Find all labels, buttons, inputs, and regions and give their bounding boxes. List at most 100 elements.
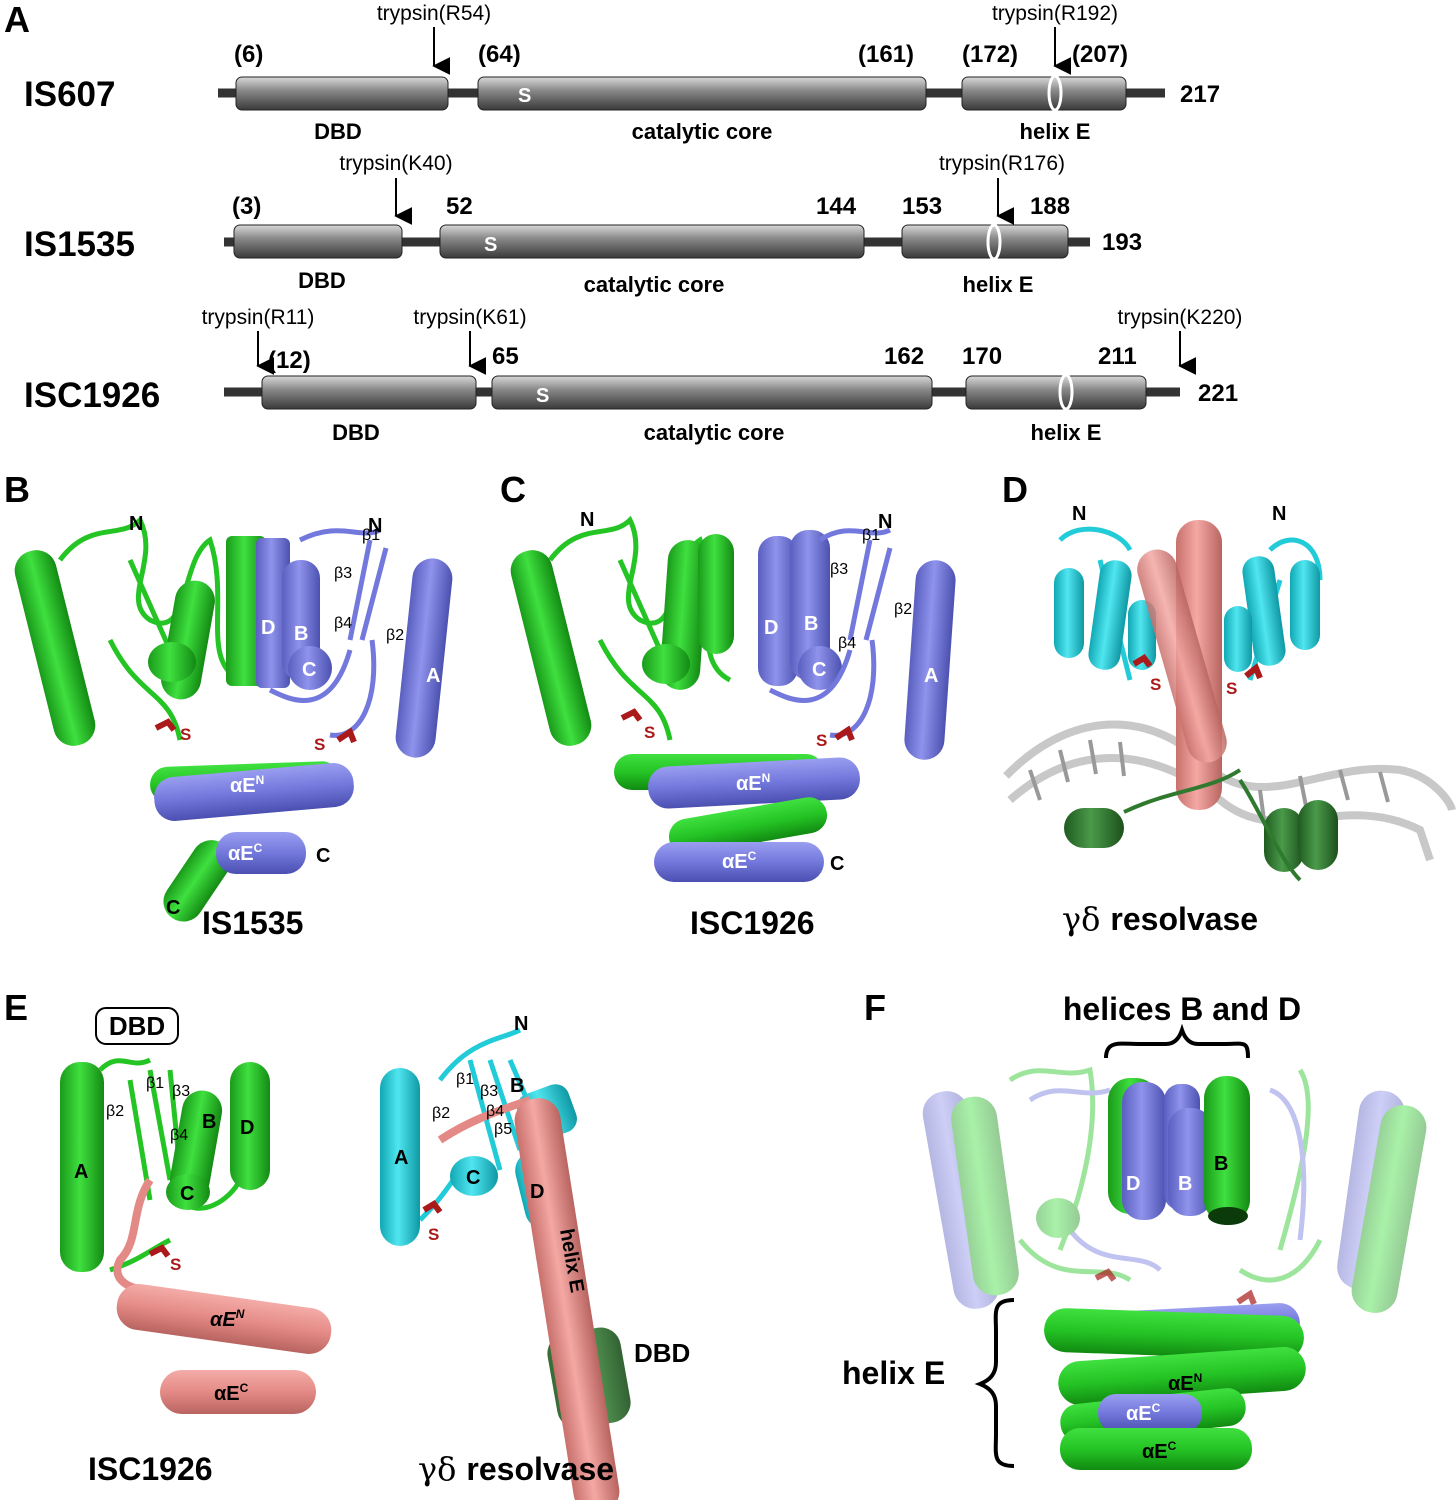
c-blue-helix-a	[904, 560, 956, 760]
f-blue-helix-d	[1122, 1082, 1166, 1220]
is607-dbd-cylinder	[235, 76, 449, 111]
e-left-label-a: A	[74, 1161, 88, 1183]
is1535-core-cylinder	[439, 224, 865, 259]
isc1926-length: 221	[1198, 380, 1238, 407]
is1535-dbd-start: (3)	[232, 193, 261, 220]
d-dna-bases	[1028, 739, 1390, 821]
c-blue-helix-b	[790, 530, 830, 680]
e-right-helix-c	[450, 1156, 498, 1196]
panel-label-f: F	[864, 987, 886, 1028]
is607-cleavage-mark	[1047, 74, 1063, 112]
is607-length: 217	[1180, 81, 1220, 108]
e-right-salmon-linker	[437, 1096, 532, 1144]
c-label-b2: β2	[894, 601, 912, 618]
d-dkgreen-helix-right-1	[1264, 808, 1304, 872]
f-green-helix-en	[1058, 1346, 1306, 1406]
isc1926-core-label: catalytic core	[644, 420, 785, 445]
isc1926-dbd-label: DBD	[332, 420, 380, 445]
e-right-label-dbd: DBD	[634, 1338, 690, 1368]
b-label-b3: β3	[334, 565, 352, 582]
isc1926-trypsin-r11: trypsin(R11)	[202, 306, 315, 329]
e-left-label-b4: β4	[170, 1127, 188, 1144]
isc1926-cleavage-mark	[1058, 373, 1074, 411]
is1535-trypsin-k40: trypsin(K40)	[339, 152, 452, 175]
panel-label-d: D	[1002, 469, 1028, 510]
panel-b: B N N D B C A β1 β3 β4 β2 S S αEN αEC	[4, 469, 453, 941]
is1535-cleavage-mark	[986, 223, 1002, 261]
b-green-coil	[58, 515, 242, 741]
c-label-aec: αEC	[722, 849, 757, 873]
is1535-trypsin-r176: trypsin(R176)	[939, 152, 1065, 175]
e-left-helix-d	[230, 1062, 270, 1190]
c-blue-helix-ec	[654, 842, 824, 882]
is1535-helixe-label: helix E	[963, 272, 1034, 297]
c-label-b4: β4	[838, 635, 856, 652]
c-label-c1: C	[830, 853, 844, 875]
e-right-label-b3: β3	[480, 1083, 498, 1100]
e-left-label-aec: αEC	[214, 1381, 249, 1405]
b-label-b4: β4	[334, 615, 352, 632]
d-cyan-helix-2	[1088, 560, 1132, 670]
c-blue-coil	[768, 527, 893, 738]
isc1926-core-cylinder	[491, 375, 933, 410]
d-cyan-helix-4	[1242, 556, 1286, 666]
is1535-dbd-cylinder	[233, 224, 403, 259]
isc1926-trypsin-k220: trypsin(K220)	[1118, 306, 1243, 329]
isc1926-core-start: 65	[492, 343, 519, 370]
isc1926-trypsin-k61: trypsin(K61)	[413, 306, 526, 329]
d-serine-right	[1244, 663, 1263, 680]
c-label-s1: S	[644, 723, 655, 742]
e-right-label-a: A	[394, 1147, 408, 1169]
is1535-length: 193	[1102, 229, 1142, 256]
b-label-s1: S	[180, 725, 191, 744]
c-label-b1: β1	[862, 527, 880, 544]
panel-label-c: C	[500, 469, 526, 510]
d-salmon-helix-e2	[1137, 549, 1227, 763]
c-serine-right	[834, 725, 855, 742]
f-top-brace	[1104, 1023, 1250, 1059]
b-green-helix-c	[148, 642, 196, 682]
is607-helixe-start: (172)	[962, 41, 1018, 68]
f-label-aen: αEN	[1168, 1371, 1202, 1395]
b-label-aen: αEN	[230, 773, 264, 797]
e-left-helix-b	[169, 1090, 223, 1200]
isc1926-core-end: 162	[884, 343, 924, 370]
f-green-helix-ec	[1060, 1428, 1252, 1470]
is607-helixe-end: (207)	[1072, 41, 1128, 68]
b-label-s2: S	[314, 735, 325, 754]
is1535-row: IS1535 (3) 52 144 153 188 193 S DBD cata…	[24, 152, 1142, 297]
b-label-n2: N	[368, 515, 382, 537]
panel-a: A IS607 (6) (64) (161) (172) (207) 217 S…	[4, 0, 1242, 445]
isc1926-dbd-start: (12)	[268, 347, 311, 374]
is1535-name: IS1535	[24, 225, 135, 264]
e-dbd-box	[95, 1007, 179, 1045]
e-right-label-d: D	[530, 1181, 544, 1203]
is1535-dbd-label: DBD	[298, 268, 346, 293]
f-green-helix-b	[1204, 1076, 1250, 1222]
c-label-b3: β3	[830, 561, 848, 578]
d-dkgreen-helix-left	[1064, 808, 1124, 848]
e-left-label-b: B	[202, 1111, 216, 1133]
f-green-helix-en-top	[1044, 1308, 1304, 1360]
f-label-aec2: αEC	[1142, 1439, 1177, 1463]
c-green-helix-a	[510, 550, 592, 746]
d-dna-strand-1	[1003, 720, 1456, 812]
f-blue-helix-ec	[1098, 1394, 1202, 1432]
panel-e: E DBD β1 β3 β2 β4 A B D C S αEN αEC ISC1…	[4, 987, 690, 1500]
is607-name: IS607	[24, 75, 115, 114]
panel-label-a: A	[4, 0, 30, 40]
c-serine-left	[620, 708, 643, 722]
c-label-n2: N	[878, 511, 892, 533]
b-label-aec: αEC	[228, 841, 263, 865]
b-blue-helix-ec	[216, 832, 306, 874]
e-left-label-aen: αEN	[210, 1307, 245, 1331]
d-dkgreen-coil	[1123, 768, 1302, 882]
e-left-label-d: D	[240, 1117, 254, 1139]
e-left-green-coil	[98, 1057, 243, 1273]
b-label-n1: N	[129, 513, 143, 535]
e-right-label-b2: β2	[432, 1105, 450, 1122]
e-right-label-b: B	[510, 1075, 524, 1097]
